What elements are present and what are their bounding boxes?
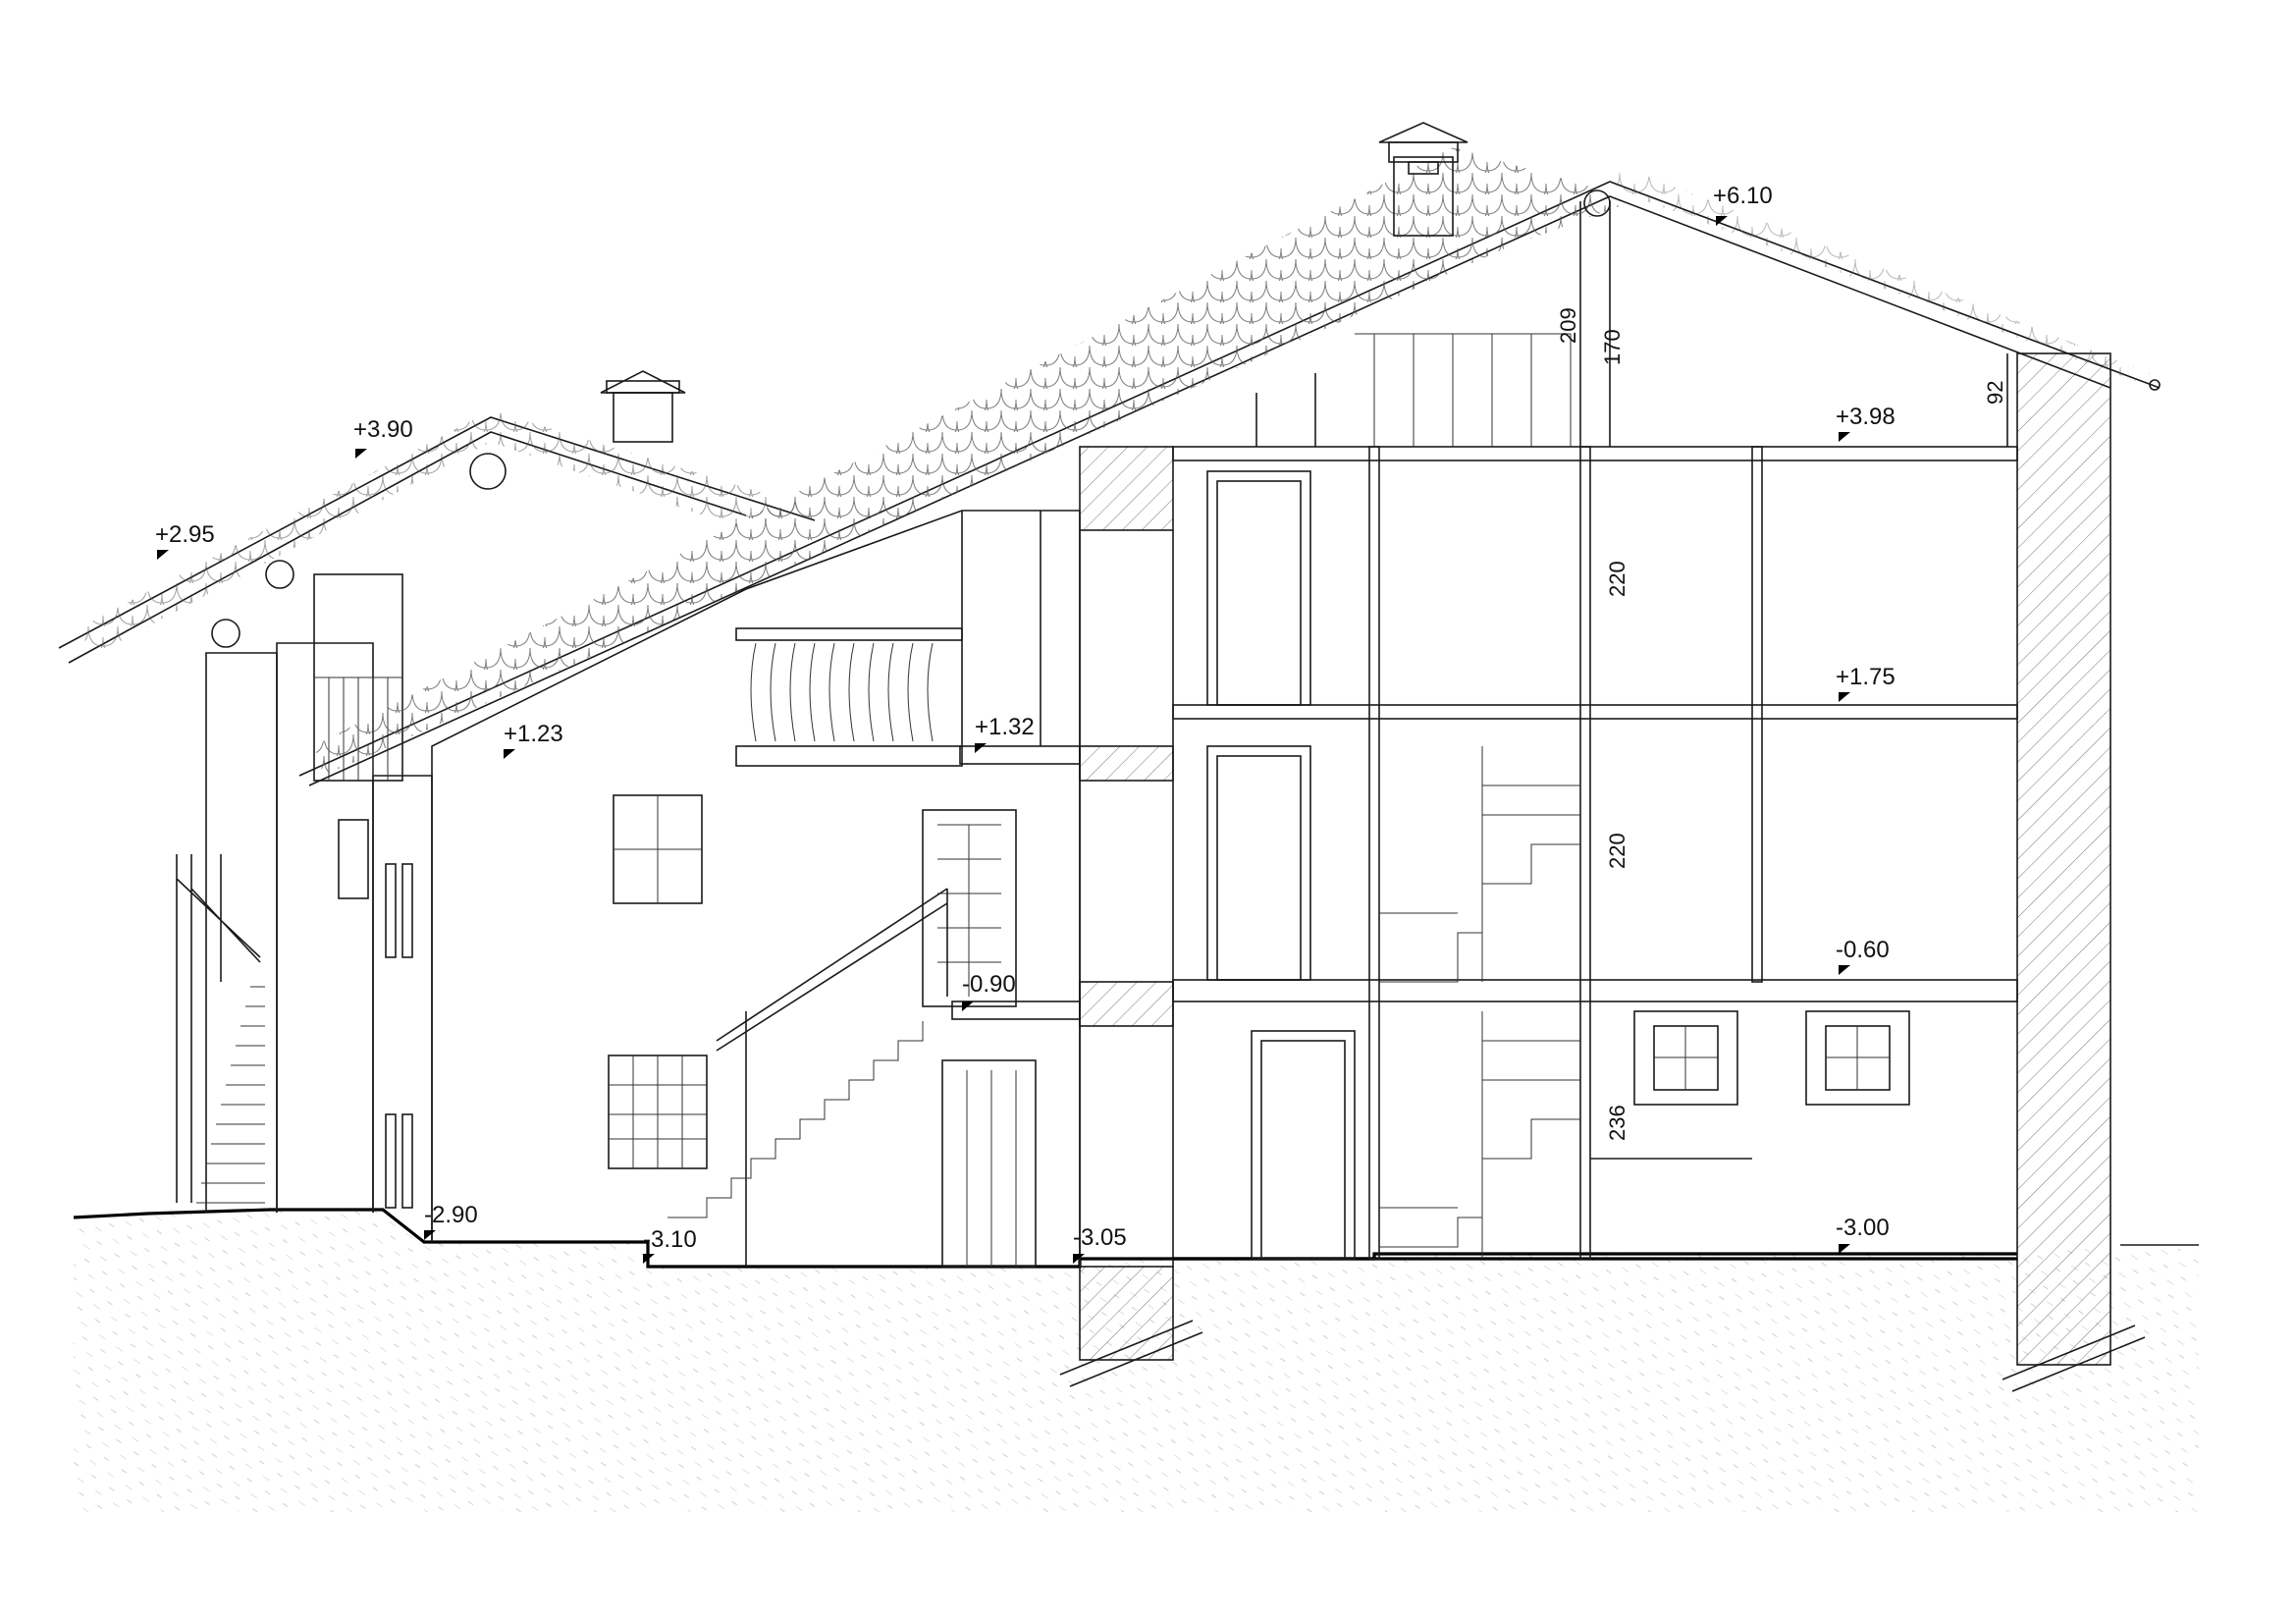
level-ground-stairs: -3.10 — [643, 1226, 697, 1253]
dim-storey-middle: 220 — [1605, 833, 1629, 869]
dim-attic-209: 209 — [1556, 307, 1580, 344]
dim-eave-92: 92 — [1983, 381, 2007, 405]
level-left-eave: +2.95 — [155, 521, 215, 548]
level-ground-left: -2.90 — [424, 1202, 478, 1228]
left-roof — [58, 370, 816, 664]
level-floor-ground: -0.60 — [1836, 937, 1890, 963]
left-annex — [176, 573, 433, 1242]
dim-attic-170: 170 — [1600, 329, 1625, 365]
level-markers — [157, 216, 1850, 1264]
level-balcony: +1.32 — [975, 714, 1035, 740]
main-roof — [298, 122, 2161, 786]
level-porch-roof: +1.23 — [504, 721, 563, 747]
section-break-lines — [1059, 1320, 2146, 1392]
level-floor-top: +3.98 — [1836, 404, 1896, 430]
level-ground-wall: -3.05 — [1073, 1224, 1127, 1251]
main-section — [1079, 201, 2111, 1366]
level-left-ridge: +3.90 — [353, 416, 413, 443]
ground-terrain — [73, 1208, 2199, 1512]
dim-storey-upper: 220 — [1605, 561, 1629, 597]
level-floor-mid: +1.75 — [1836, 664, 1896, 690]
middle-block — [431, 510, 1081, 1268]
level-ground-floor-base: -3.00 — [1836, 1215, 1890, 1241]
level-roof-ridge: +6.10 — [1713, 183, 1773, 209]
dim-storey-lower: 236 — [1605, 1105, 1629, 1141]
level-landing: -0.90 — [962, 971, 1016, 998]
